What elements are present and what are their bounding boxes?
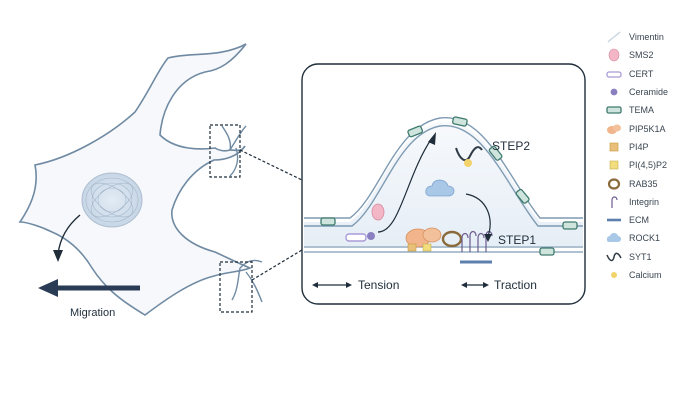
legend-label: ROCK1 <box>629 233 661 244</box>
legend-item: PIP5K1A <box>606 119 696 137</box>
migrating-cell: Migration <box>18 43 263 319</box>
zoom-panel: STEP2 STEP1 Tension Traction <box>301 63 586 305</box>
migration-arrow-head <box>38 279 58 297</box>
legend-label: Vimentin <box>629 32 664 43</box>
pi4p-icon <box>606 140 622 154</box>
legend-item: RAB35 <box>606 174 696 192</box>
legend-label: SMS2 <box>629 50 654 61</box>
integrin-icon <box>606 195 622 209</box>
traction-arrow-left-head <box>461 282 467 288</box>
legend-item: Calcium <box>606 266 696 284</box>
step1-arrow-head <box>484 234 492 242</box>
legend-item: PI(4,5)P2 <box>606 156 696 174</box>
zoom-box-bottom <box>219 261 253 313</box>
sms2-protein <box>371 203 385 221</box>
syt1-protein <box>455 146 483 162</box>
ceramide-dot <box>367 232 375 240</box>
legend-item: ECM <box>606 211 696 229</box>
rotation-arrow-head <box>53 250 63 262</box>
sms2-icon <box>606 48 622 62</box>
legend-item: PI4P <box>606 138 696 156</box>
branch-bottom <box>231 259 263 303</box>
zoom-box-top <box>209 124 241 178</box>
step1-label: STEP1 <box>498 233 536 247</box>
legend-item: SMS2 <box>606 46 696 64</box>
legend-label: ECM <box>629 215 649 226</box>
tension-label: Tension <box>358 278 399 292</box>
tension-arrow-right-head <box>346 282 352 288</box>
legend-label: PIP5K1A <box>629 123 666 134</box>
step1-arrow <box>465 193 491 237</box>
cert-icon <box>606 67 622 81</box>
legend-item: CERT <box>606 65 696 83</box>
ecm-icon <box>606 213 622 227</box>
vimentin-cage <box>85 177 139 223</box>
tema-tubes <box>320 116 578 256</box>
branch-top <box>221 125 247 177</box>
tension-arrow-left-head <box>312 282 318 288</box>
cell-outline <box>18 43 253 316</box>
legend-label: RAB35 <box>629 178 658 189</box>
pip5k1a-cluster <box>405 227 442 252</box>
step2-arrow <box>377 137 433 233</box>
membrane-outer <box>304 117 583 219</box>
step2-arrow-head <box>428 132 436 145</box>
legend-label: CERT <box>629 68 654 79</box>
legend-label: SYT1 <box>629 251 652 262</box>
cert-protein <box>345 233 367 242</box>
traction-label: Traction <box>494 278 537 292</box>
zoom-line-top <box>239 149 303 181</box>
pi45p2-icon <box>606 158 622 172</box>
rock1-icon <box>606 231 622 245</box>
legend-label: Integrin <box>629 196 660 207</box>
legend-label: Calcium <box>629 270 662 280</box>
calcium-icon <box>606 268 622 282</box>
traction-arrow-right-head <box>483 282 489 288</box>
legend-label: PI(4,5)P2 <box>629 160 668 171</box>
syt1-icon <box>606 250 622 264</box>
rab35-protein <box>441 230 463 248</box>
legend-item: SYT1 <box>606 248 696 266</box>
step2-label: STEP2 <box>492 139 530 153</box>
rab35-icon <box>606 177 622 191</box>
legend-item: Ceramide <box>606 83 696 101</box>
migration-label: Migration <box>70 307 115 319</box>
legend-label: Ceramide <box>629 87 669 98</box>
rock1-protein <box>425 179 455 197</box>
vimentin-icon <box>606 30 622 44</box>
calcium-dot <box>464 159 472 167</box>
zoom-line-bottom <box>251 249 303 281</box>
legend: Vimentin SMS2 CERT Ceramide TEMA PIP5K1A <box>606 28 696 284</box>
legend-item: Vimentin <box>606 28 696 46</box>
legend-item: ROCK1 <box>606 229 696 247</box>
nucleus <box>81 172 143 228</box>
legend-label: TEMA <box>629 105 655 116</box>
legend-item: Integrin <box>606 193 696 211</box>
pip5k1a-icon <box>606 122 622 136</box>
ceramide-icon <box>606 85 622 99</box>
tema-icon <box>606 103 622 117</box>
legend-label: PI4P <box>629 141 649 152</box>
legend-item: TEMA <box>606 101 696 119</box>
